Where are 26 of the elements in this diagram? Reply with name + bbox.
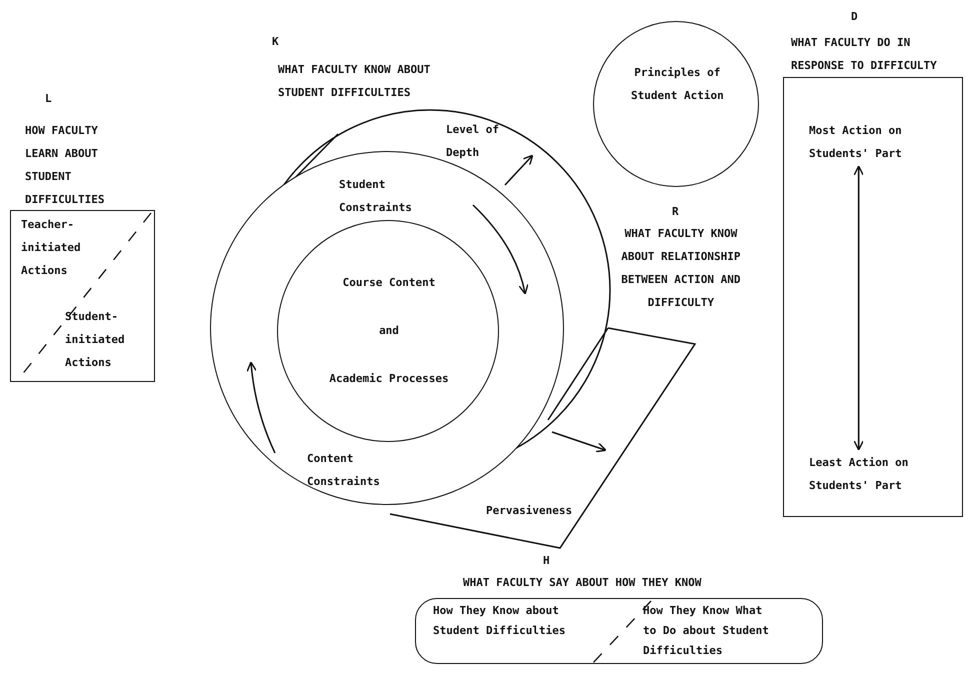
- body-text: Teacher- initiated Actions: [21, 217, 82, 279]
- section-heading: WHAT FACULTY SAY ABOUT HOW THEY KNOW: [463, 575, 702, 591]
- body-text: Student- initiated Actions: [65, 309, 126, 371]
- body-text: Course Content: [342, 275, 436, 291]
- section-heading: WHAT FACULTY DO IN RESPONSE TO DIFFICULTY: [791, 35, 938, 74]
- body-text: Student Constraints: [339, 177, 412, 216]
- section-heading: HOW FACULTY LEARN ABOUT STUDENT DIFFICULTIES: [25, 123, 106, 208]
- section-letter: K: [272, 34, 280, 50]
- body-text: Most Action on Students' Part: [809, 119, 908, 165]
- section-letter: L: [45, 91, 53, 107]
- arrow: [853, 165, 864, 451]
- body-text: and: [378, 323, 400, 339]
- body-text: Principles of Student Action: [631, 65, 724, 104]
- body-text: Level of Depth: [446, 122, 499, 161]
- section-letter: D: [851, 9, 859, 25]
- circle: [593, 21, 759, 187]
- body-text: How They Know What to Do about Student Difficulties: [643, 603, 770, 659]
- section-heading: WHAT FACULTY KNOW ABOUT STUDENT DIFFICULTIES: [278, 62, 432, 101]
- body-text: Academic Processes: [328, 371, 450, 387]
- body-text: How They Know about Student Difficulties: [433, 603, 566, 639]
- body-text: Content Constraints: [307, 451, 380, 490]
- section-heading: WHAT FACULTY KNOW ABOUT RELATIONSHIP BETWEEN ACTION AND DIFFICULTY: [620, 226, 742, 311]
- section-letter: H: [543, 553, 551, 569]
- body-text: Least Action on Students' Part: [809, 451, 908, 497]
- section-letter: R: [672, 204, 680, 220]
- body-text: Pervasiveness: [486, 504, 574, 518]
